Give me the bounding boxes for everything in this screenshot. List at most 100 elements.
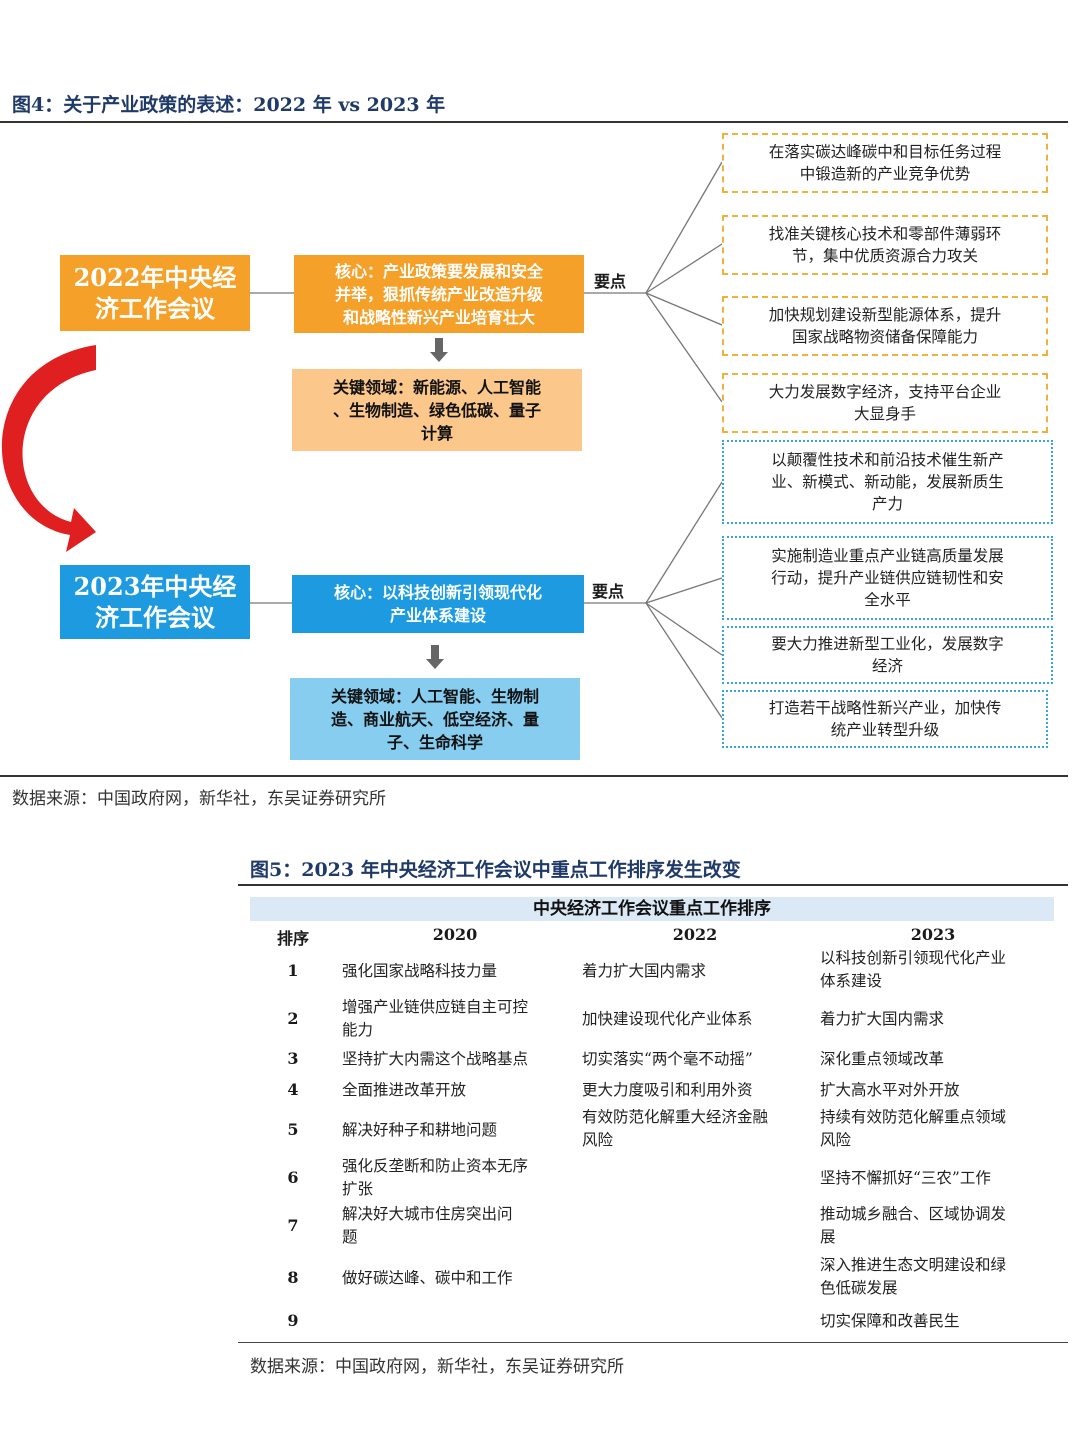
row3-2020: 坚持扩大内需这个战略基点 [342,1050,529,1068]
key-2023-line1: 关键领域：人工智能、生物制 [330,686,539,706]
fig5-source: 数据来源：中国政府网，新华社，东吴证券研究所 [250,1357,624,1377]
point-2022-1-line2: 中锻造新的产业竞争优势 [799,165,971,183]
rank-8: 8 [287,1268,299,1287]
point-2023-2: 实施制造业重点产业链高质量发展行动，提升产业链供应链韧性和安全水平 [722,536,1053,620]
col-header-2023: 2023 [910,925,956,944]
fig4-source: 数据来源：中国政府网，新华社，东吴证券研究所 [12,789,386,809]
meeting-2022-box: 2022年中央经济工作会议 [60,255,250,331]
row4-2022: 更大力度吸引和利用外资 [582,1081,753,1099]
fig4-top-rule [0,121,1068,123]
core-2022-line1: 核心：产业政策要发展和安全 [334,261,543,281]
col-header-2020: 2020 [432,925,478,944]
rank-7: 7 [287,1216,299,1235]
down-arrow-2022 [430,338,448,362]
row6-2020: 强化反垄断和防止资本无序扩张 [342,1155,528,1201]
row7-2023-line1: 推动城乡融合、区域协调发 [820,1205,1007,1223]
point-2023-4: 打造若干战略性新兴产业，加快传统产业转型升级 [722,690,1048,748]
point-2023-2-line2: 行动，提升产业链供应链韧性和安 [771,569,1004,587]
point-2022-1: 在落实碳达峰碳中和目标任务过程中锻造新的产业竞争优势 [722,133,1048,193]
row1-2020: 强化国家战略科技力量 [342,962,498,980]
row9-2023: 切实保障和改善民生 [820,1312,960,1330]
meeting-2023-box: 2023年中央经济工作会议 [60,565,250,639]
row2-2022: 加快建设现代化产业体系 [582,1010,753,1028]
points-label-2022: 要点 [594,272,627,291]
point-2023-1-line1: 以颠覆性技术和前沿技术催生新产 [771,451,1004,469]
core-2023-line1: 核心：以科技创新引领现代化 [333,583,542,602]
key-2022-line1: 关键领域：新能源、人工智能 [332,377,541,397]
row8-2023-line2: 色低碳发展 [820,1279,898,1297]
rank-4: 4 [287,1080,299,1099]
fig4-connectors [1,161,723,719]
key-2022-line3: 计算 [420,423,453,443]
point-2022-3: 加快规划建设新型能源体系，提升国家战略物资储备保障能力 [722,296,1048,356]
core-2023-box: 核心：以科技创新引领现代化 产业体系建设 [292,575,584,633]
row1-2023-line1: 以科技创新引领现代化产业 [820,949,1007,967]
fig5-top-rule [238,884,1068,886]
row7-2020: 解决好大城市住房突出问题 [342,1203,513,1249]
rank-2: 2 [287,1009,299,1028]
row5-2020: 解决好种子和耕地问题 [342,1121,498,1139]
rank-3: 3 [287,1049,299,1068]
point-2023-3-line2: 经济 [871,657,903,675]
row7-2020-line1: 解决好大城市住房突出问 [342,1205,513,1223]
row7-2023: 推动城乡融合、区域协调发展 [820,1203,1006,1249]
core-2022-line2: 并举，狠抓传统产业改造升级 [334,284,543,304]
row8-2020: 做好碳达峰、碳中和工作 [342,1269,513,1287]
col-header-rank: 排序 [276,929,309,948]
rank-5: 5 [287,1120,299,1139]
point-2023-1-line2: 业、新模式、新动能，发展新质生 [771,473,1004,491]
row5-2022: 有效防范化解重大经济金融风险 [582,1106,768,1152]
core-2023-line2: 产业体系建设 [389,606,486,625]
point-2022-4-line1: 大力发展数字经济，支持平台企业 [768,383,1002,401]
row1-2023: 以科技创新引领现代化产业体系建设 [820,947,1006,993]
point-2022-2: 找准关键核心技术和零部件薄弱环节，集中优质资源合力攻关 [722,215,1048,275]
point-2023-3-line1: 要大力推进新型工业化，发展数字 [771,635,1004,653]
key-2023-line3: 子、生命科学 [386,732,483,752]
col-header-2022: 2022 [672,925,718,944]
row1-2022: 着力扩大国内需求 [582,962,707,980]
key-2022-line2: 、生物制造、绿色低碳、量子 [332,400,541,420]
row5-2023-line2: 风险 [820,1131,852,1149]
point-2023-2-line3: 全水平 [864,591,911,609]
core-2022-line3: 和战略性新兴产业培育壮大 [342,307,535,327]
point-2022-2-line2: 节，集中优质资源合力攻关 [791,247,978,265]
meeting-2022-line1: 2022年中央经 [73,263,237,292]
key-areas-2023-box: 关键领域：人工智能、生物制 造、商业航天、低空经济、量 子、生命科学 [290,678,580,760]
row5-2022-line2: 风险 [582,1131,614,1149]
point-2022-3-line1: 加快规划建设新型能源体系，提升 [768,306,1002,324]
row2-2020-line2: 能力 [342,1021,374,1039]
point-2023-4-line1: 打造若干战略性新兴产业，加快传 [768,699,1002,717]
row6-2023: 坚持不懈抓好“三农”工作 [820,1169,991,1187]
point-2022-1-line1: 在落实碳达峰碳中和目标任务过程 [768,143,1002,161]
rank-6: 6 [287,1168,299,1187]
points-label-2023: 要点 [592,582,625,601]
row5-2022-line1: 有效防范化解重大经济金融 [582,1108,769,1126]
point-2022-4-line2: 大显身手 [853,405,916,423]
fig5-title: 图5：2023 年中央经济工作会议中重点工作排序发生改变 [250,859,741,881]
fig5-bottom-rule [238,1342,1068,1343]
row2-2020-line1: 增强产业链供应链自主可控 [342,998,529,1016]
row6-2020-line2: 扩张 [342,1180,374,1198]
row3-2023: 深化重点领域改革 [820,1050,945,1068]
key-2023-line2: 造、商业航天、低空经济、量 [330,709,539,729]
row4-2023: 扩大高水平对外开放 [820,1081,960,1099]
meeting-2023-line2: 济工作会议 [94,603,215,632]
row2-2023: 着力扩大国内需求 [820,1010,945,1028]
row5-2023: 持续有效防范化解重点领域风险 [820,1106,1006,1152]
row2-2020: 增强产业链供应链自主可控能力 [342,996,528,1042]
meeting-2022-line2: 济工作会议 [94,294,215,323]
row1-2023-line2: 体系建设 [820,972,883,990]
row4-2020: 全面推进改革开放 [342,1081,467,1099]
point-2023-1: 以颠覆性技术和前沿技术催生新产业、新模式、新动能，发展新质生产力 [722,440,1053,524]
key-areas-2022-box: 关键领域：新能源、人工智能 、生物制造、绿色低碳、量子 计算 [292,369,582,451]
point-2022-4: 大力发展数字经济，支持平台企业大显身手 [722,373,1048,433]
row7-2023-line2: 展 [820,1228,836,1246]
down-arrow-2023 [426,645,444,669]
fig4-bottom-rule [0,775,1068,777]
point-2022-3-line2: 国家战略物资储备保障能力 [791,328,978,346]
core-2022-box: 核心：产业政策要发展和安全 并举，狠抓传统产业改造升级 和战略性新兴产业培育壮大 [294,255,584,333]
point-2022-2-line1: 找准关键核心技术和零部件薄弱环 [768,225,1002,243]
row8-2023-line1: 深入推进生态文明建设和绿 [820,1256,1007,1274]
point-2023-3: 要大力推进新型工业化，发展数字经济 [722,626,1053,684]
point-2023-1-line3: 产力 [871,495,903,513]
